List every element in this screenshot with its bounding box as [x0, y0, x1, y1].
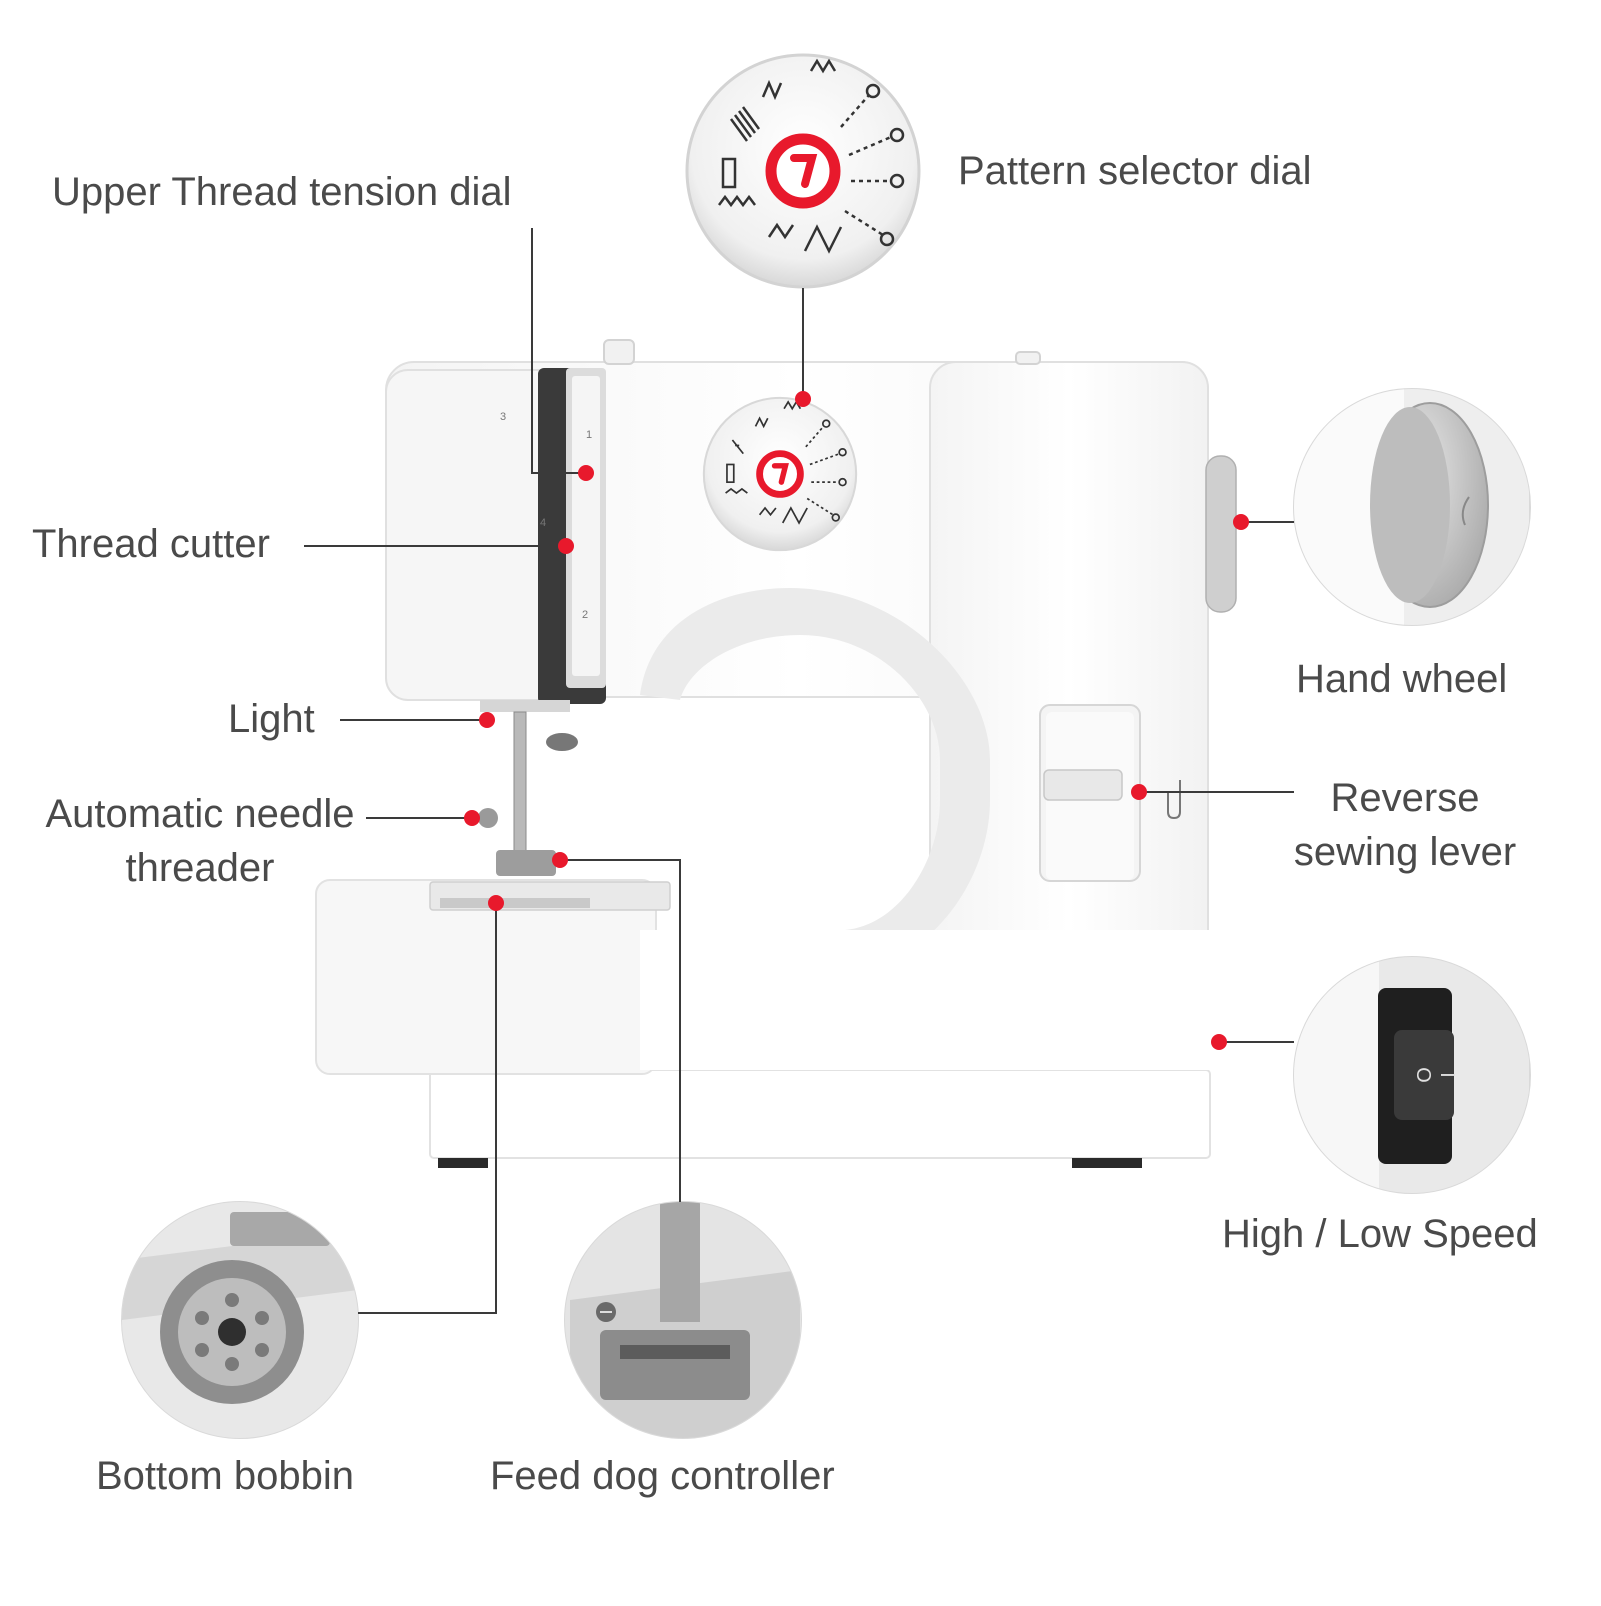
reverse-lever-on-body: [1039, 704, 1181, 882]
hand-wheel-closeup: [1293, 388, 1531, 626]
bobbin-closeup: [121, 1201, 359, 1439]
label-reverse-line2: sewing lever: [1293, 830, 1517, 874]
marker-pattern-dial: [795, 391, 811, 407]
speed-switch-closeup: O I: [1293, 956, 1531, 1194]
label-light: Light: [228, 697, 315, 741]
marker-tension-dial: [578, 465, 594, 481]
label-needle-threader-line1: Automatic needle: [45, 792, 355, 836]
marker-speed-switch: [1211, 1034, 1227, 1050]
switch-mark-on: I: [1438, 1072, 1460, 1078]
pattern-dial-small: [702, 396, 858, 552]
label-high-low-speed: High / Low Speed: [1222, 1212, 1538, 1256]
leader-lines: [304, 228, 1294, 1314]
label-thread-cutter: Thread cutter: [32, 522, 270, 566]
label-automatic-needle-threader: Automatic needle threader: [30, 790, 370, 892]
thread-number-1: 1: [586, 429, 592, 441]
feed-dog-closeup: [564, 1201, 802, 1439]
label-reverse-sewing-lever: Reverse sewing lever: [1280, 774, 1530, 876]
label-pattern-selector-dial: Pattern selector dial: [958, 149, 1312, 193]
marker-light: [479, 712, 495, 728]
pattern-dial-large: [685, 53, 921, 289]
label-feed-dog-controller: Feed dog controller: [490, 1454, 835, 1498]
marker-hand-wheel: [1233, 514, 1249, 530]
label-upper-thread-tension-dial: Upper Thread tension dial: [52, 170, 512, 214]
thread-number-2: 2: [582, 609, 588, 621]
hand-wheel-on-body: [1205, 455, 1237, 613]
label-hand-wheel: Hand wheel: [1296, 657, 1508, 701]
label-needle-threader-line2: threader: [125, 846, 275, 890]
marker-feed-dog: [552, 852, 568, 868]
switch-mark-off: O: [1414, 1067, 1436, 1083]
marker-bobbin: [488, 895, 504, 911]
label-bottom-bobbin: Bottom bobbin: [96, 1454, 354, 1498]
thread-number-3: 3: [500, 411, 506, 423]
thread-number-4: 4: [540, 517, 546, 529]
marker-needle-threader: [464, 810, 480, 826]
marker-thread-cutter: [558, 538, 574, 554]
label-reverse-line1: Reverse: [1330, 776, 1480, 820]
callout-markers: [464, 391, 1249, 1050]
marker-reverse-lever: [1131, 784, 1147, 800]
